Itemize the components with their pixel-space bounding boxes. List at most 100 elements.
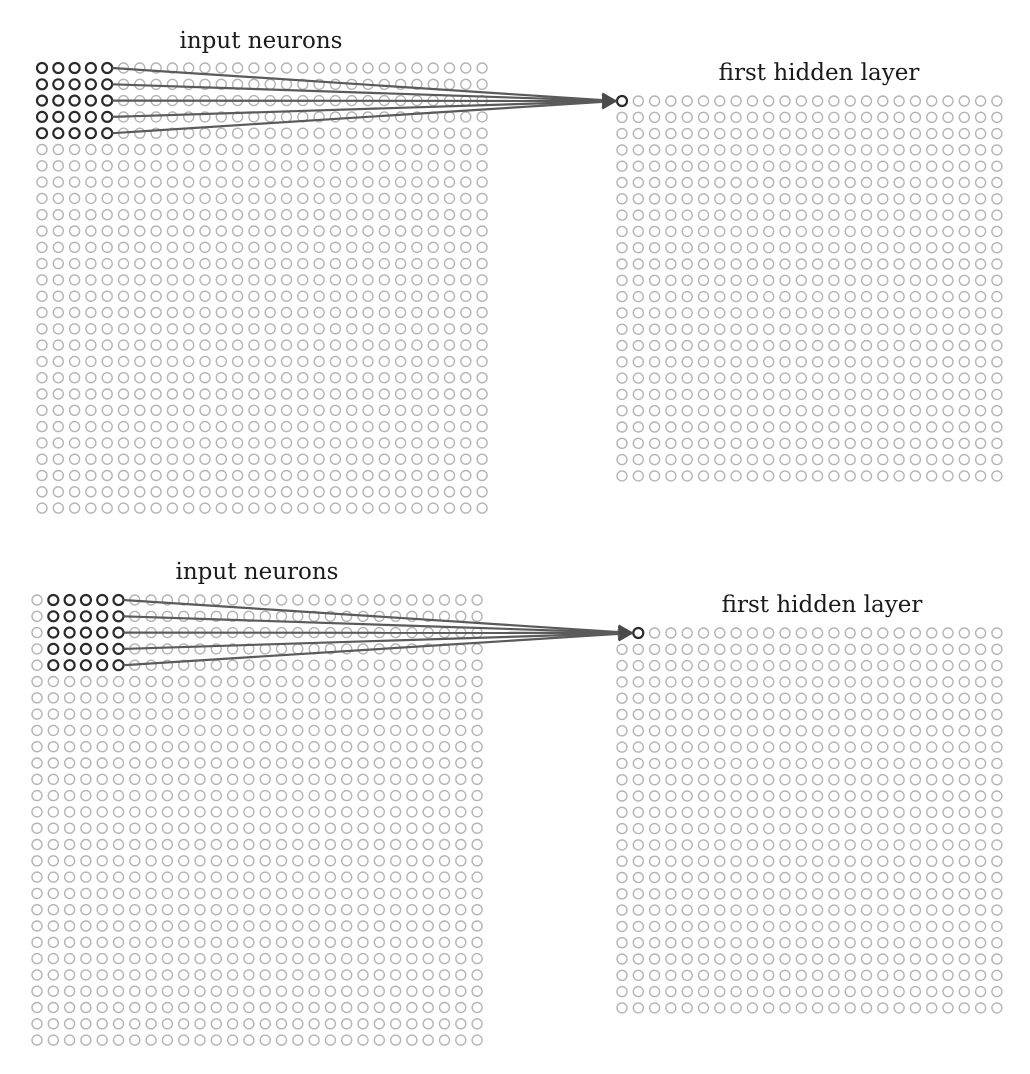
hidden-neuron (763, 356, 775, 368)
input-neuron (280, 372, 293, 384)
hidden-neuron (697, 741, 710, 753)
input-neuron (199, 62, 211, 74)
hidden-neuron (763, 160, 775, 172)
input-neuron (460, 453, 472, 465)
input-neuron (264, 323, 276, 335)
hidden-neuron (844, 356, 856, 368)
hidden-neuron (942, 437, 954, 449)
hidden-neuron (991, 871, 1003, 884)
hidden-neuron (893, 160, 905, 172)
hidden-neuron (974, 307, 987, 319)
hidden-neuron (714, 144, 726, 156)
hidden-neuron (893, 356, 905, 368)
hidden-neuron (779, 725, 791, 737)
input-neuron (80, 822, 92, 834)
input-neuron (357, 838, 369, 851)
receptive-field-neuron (112, 659, 125, 672)
hidden-neuron (616, 676, 628, 688)
input-neuron (166, 111, 179, 123)
input-neuron (455, 838, 467, 851)
input-neuron (411, 62, 423, 74)
input-neuron (31, 920, 43, 932)
hidden-neuron (616, 806, 628, 818)
hidden-neuron (665, 953, 677, 965)
hidden-neuron (616, 725, 628, 737)
hidden-neuron (665, 405, 677, 417)
input-neuron (389, 773, 402, 785)
hidden-neuron (648, 470, 661, 482)
input-neuron (406, 1034, 418, 1046)
input-neuron (166, 453, 179, 465)
hidden-neuron (763, 676, 775, 688)
input-neuron (438, 675, 451, 688)
input-neuron (422, 1018, 434, 1030)
input-neuron (177, 936, 190, 948)
input-neuron (31, 724, 43, 737)
input-neuron (324, 708, 337, 720)
hidden-neuron (926, 144, 938, 156)
input-neuron (275, 952, 288, 965)
input-neuron (411, 306, 423, 319)
hidden-neuron (746, 725, 759, 737)
input-neuron (313, 355, 325, 368)
hidden-neuron (828, 839, 840, 851)
input-neuron (280, 355, 293, 368)
input-neuron (438, 920, 451, 932)
hidden-neuron (714, 160, 726, 172)
input-neuron (471, 610, 483, 622)
hidden-neuron (877, 258, 889, 270)
input-neuron (460, 225, 472, 237)
hidden-neuron (730, 839, 742, 851)
input-neuron (362, 502, 374, 514)
hidden-neuron (681, 258, 693, 270)
input-neuron (145, 692, 157, 704)
panel-first: input neurons first hidden layer (35, 28, 1003, 514)
hidden-neuron (991, 985, 1003, 998)
input-neuron (357, 724, 369, 737)
input-neuron (443, 241, 456, 254)
input-neuron (194, 936, 206, 948)
hidden-neuron (893, 470, 905, 482)
input-neuron (161, 952, 174, 965)
hidden-neuron (697, 372, 710, 384)
input-neuron (438, 952, 451, 965)
input-neuron (112, 757, 125, 769)
input-neuron (31, 936, 43, 948)
hidden-neuron (860, 888, 873, 900)
input-neuron (259, 773, 271, 785)
hidden-neuron (942, 659, 954, 672)
input-neuron (248, 355, 260, 368)
input-neuron (129, 887, 141, 900)
input-neuron (280, 274, 293, 286)
hidden-neuron (958, 111, 970, 124)
input-neuron (85, 486, 97, 498)
input-neuron (471, 838, 483, 851)
hidden-neuron (697, 790, 710, 802)
hidden-neuron (860, 209, 873, 221)
hidden-neuron (909, 708, 922, 721)
hidden-neuron (779, 757, 791, 770)
hidden-neuron (926, 225, 938, 238)
hidden-neuron (763, 937, 775, 949)
input-neuron (248, 208, 260, 221)
hidden-neuron (877, 274, 889, 286)
receptive-field-neuron (96, 642, 109, 656)
input-neuron (226, 692, 239, 704)
hidden-neuron (730, 453, 742, 466)
hidden-neuron (681, 757, 693, 770)
hidden-neuron (730, 627, 742, 639)
hidden-neuron (844, 193, 856, 205)
hidden-neuron (779, 708, 791, 721)
receptive-field-neuron (84, 94, 98, 107)
input-neuron (471, 1018, 483, 1030)
hidden-neuron (616, 193, 628, 205)
input-neuron (215, 111, 228, 123)
hidden-neuron (811, 372, 824, 384)
input-neuron (145, 855, 157, 867)
input-neuron (471, 708, 483, 720)
hidden-neuron (616, 470, 628, 482)
input-neuron (145, 904, 157, 916)
input-neuron (226, 920, 239, 932)
input-neuron (145, 1001, 157, 1014)
hidden-neuron (958, 405, 970, 417)
